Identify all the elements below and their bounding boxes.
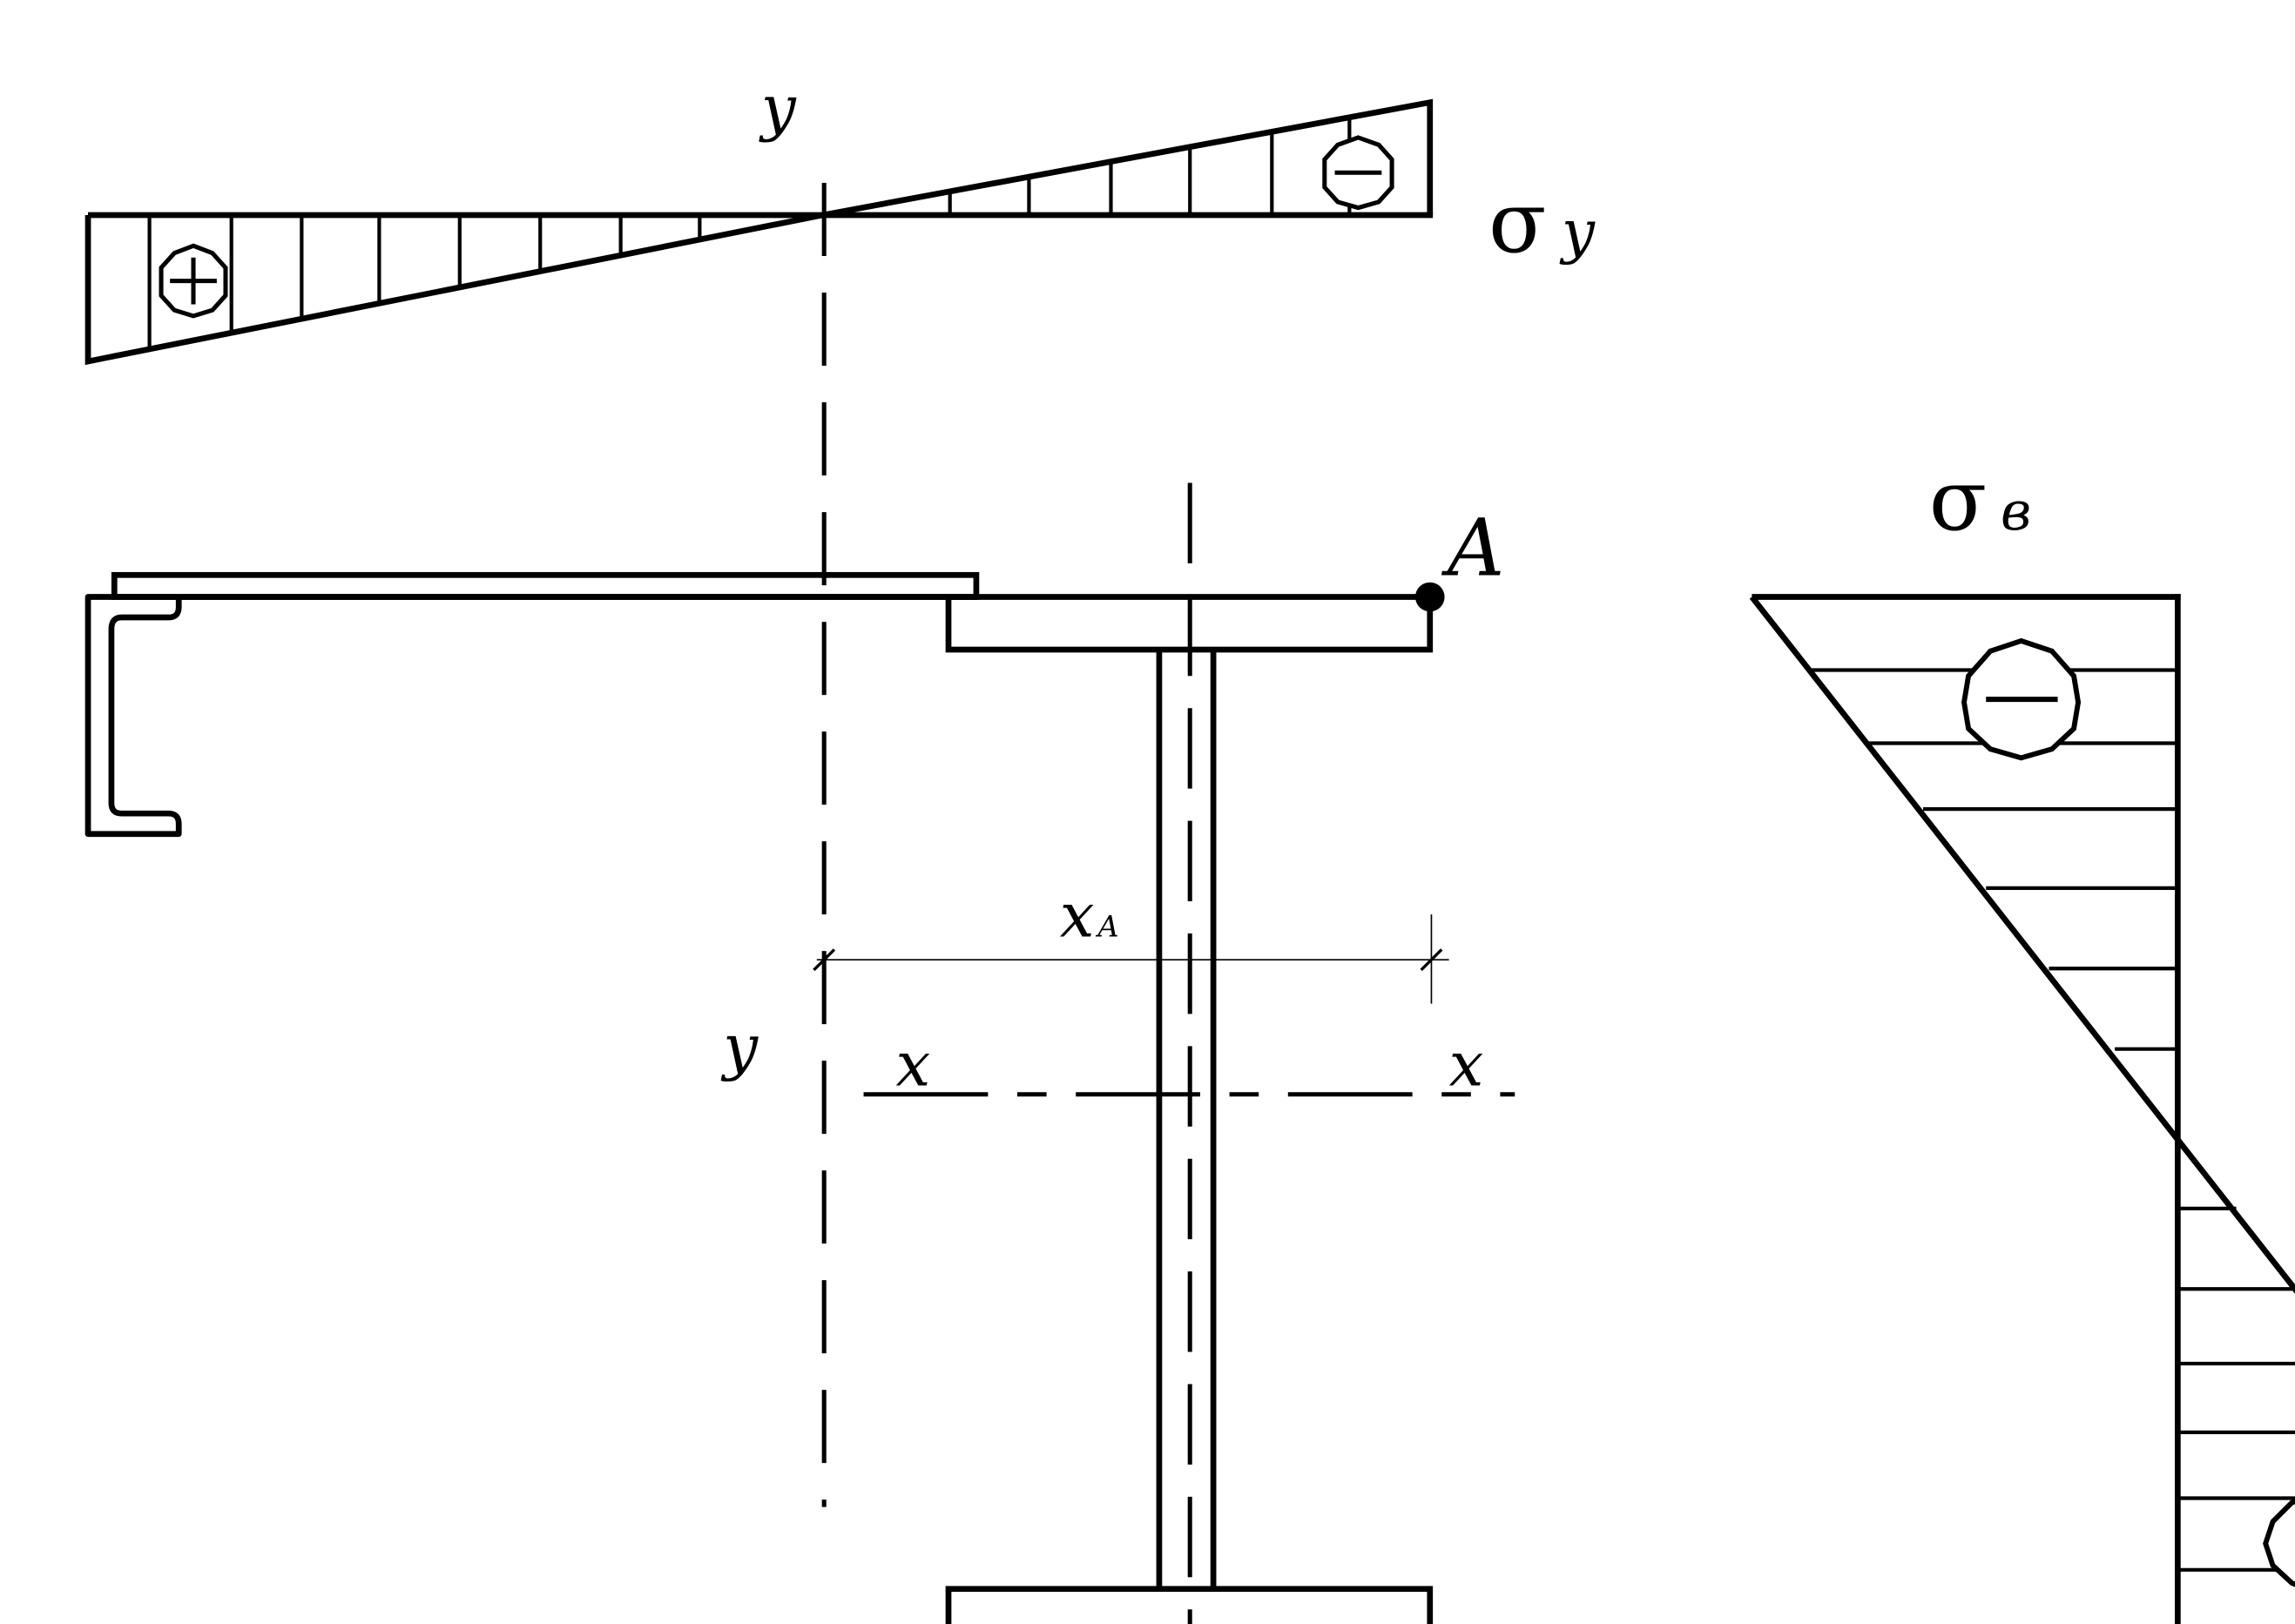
dimension-xa-label: x: [1060, 879, 1095, 951]
cover-plate: [111, 571, 980, 600]
channel-section: [84, 594, 976, 838]
point-a-marker: [1414, 582, 1445, 612]
point-a-label: A: [1441, 502, 1505, 594]
sigma-y-symbol: σ: [1488, 173, 1547, 272]
sigma-y-diagram: σ y: [84, 98, 1596, 366]
y-axis-label-mid: y: [720, 1012, 759, 1083]
dimension-xa-subscript: A: [1095, 909, 1118, 943]
i-beam-section: [945, 594, 1434, 1624]
sigma-y-subscript: y: [1559, 198, 1596, 266]
x-axis-label-left: x: [896, 1029, 931, 1101]
dimension-xa: [813, 914, 1449, 1004]
sigma-b-subscript: в: [2001, 482, 2031, 542]
x-axis-label-right: x: [1449, 1029, 1484, 1101]
sigma-b-symbol: σ: [1929, 451, 1988, 549]
sigma-b-plus-sign-icon: [2263, 1499, 2295, 1587]
sigma-y-profile-line: [84, 98, 1434, 366]
sigma-y-hatching: [147, 117, 1352, 348]
plus-sign-icon: [159, 243, 228, 319]
i-beam-bottom-flange: [945, 1586, 1434, 1624]
sigma-b-hatching: [1808, 668, 2295, 1572]
sigma-b-diagram: σ в: [1749, 451, 2295, 1624]
sigma-b-minus-sign-icon: [1961, 637, 2082, 761]
y-axis-label-top: y: [759, 72, 797, 144]
minus-sign-icon: [1322, 135, 1394, 211]
sigma-b-profile-line: [1749, 595, 2295, 1294]
